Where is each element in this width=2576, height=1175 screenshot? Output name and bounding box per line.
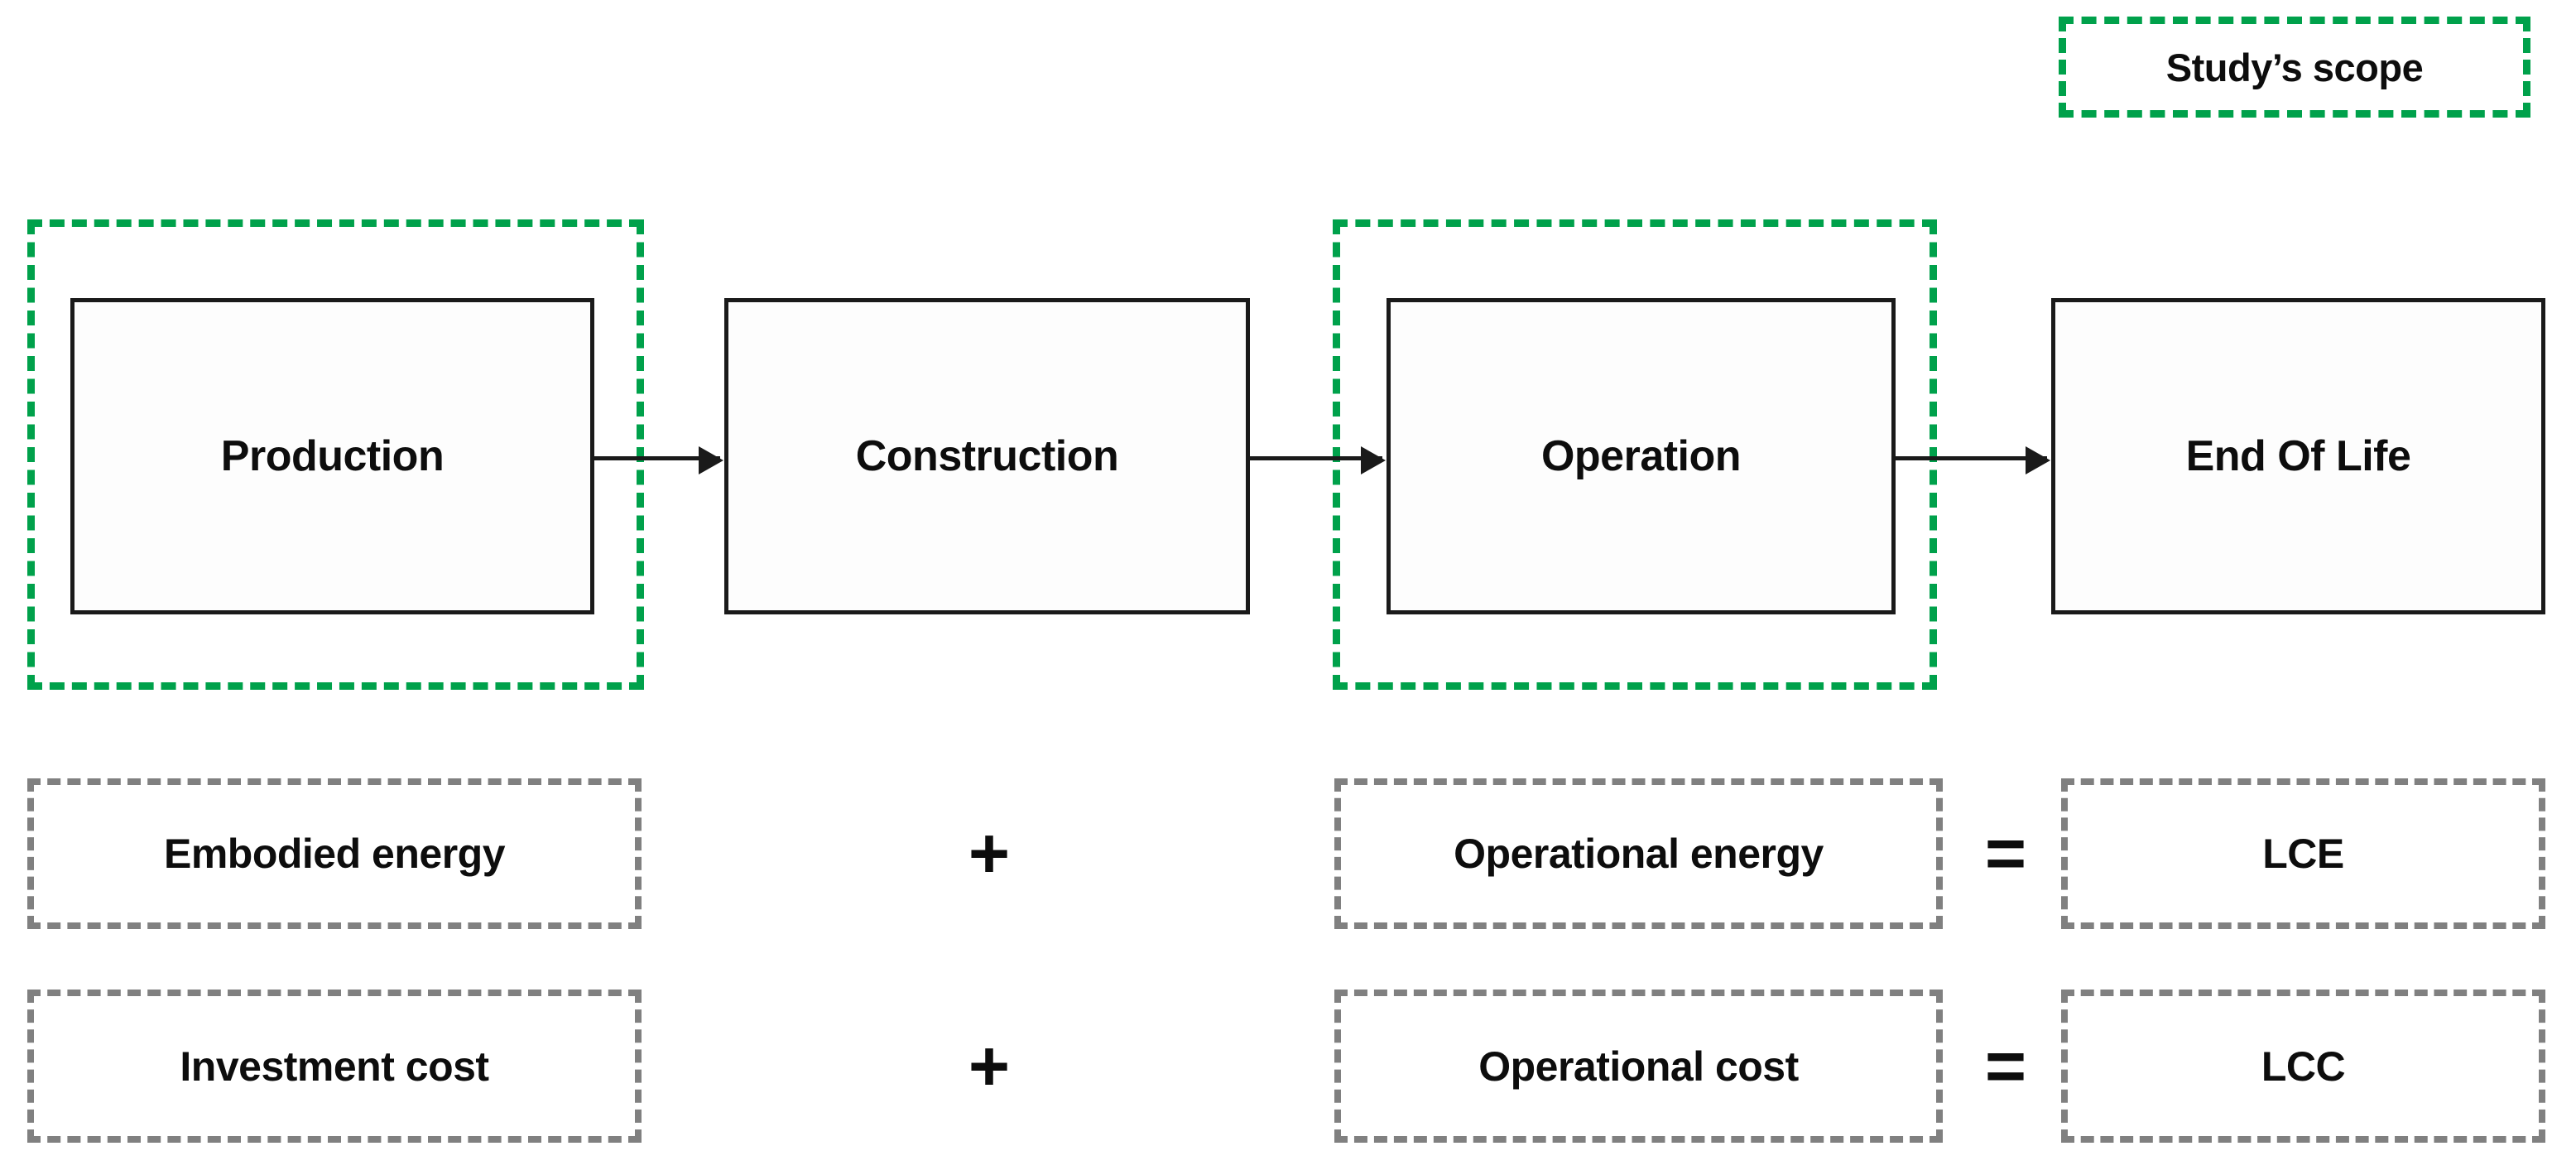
metric-box-operational-energy: Operational energy bbox=[1334, 778, 1943, 929]
metric-label-operational-cost: Operational cost bbox=[1478, 1043, 1799, 1090]
equals-operator-energy: = bbox=[1984, 814, 2027, 893]
metric-label-investment-cost: Investment cost bbox=[180, 1043, 489, 1090]
metric-label-embodied-energy: Embodied energy bbox=[163, 831, 506, 877]
stage-box-production[interactable]: Production bbox=[70, 298, 594, 614]
arrow-operation-to-end-of-life bbox=[1896, 446, 2050, 474]
equals-operator-cost: = bbox=[1984, 1027, 2027, 1106]
stage-label-construction: Construction bbox=[855, 432, 1119, 480]
legend-label: Study’s scope bbox=[2165, 45, 2424, 89]
metric-box-operational-cost: Operational cost bbox=[1334, 990, 1943, 1143]
arrow-production-to-construction bbox=[594, 446, 723, 474]
plus-operator-energy: + bbox=[968, 814, 1011, 893]
stage-box-end-of-life[interactable]: End Of Life bbox=[2051, 298, 2545, 614]
metric-box-lce: LCE bbox=[2061, 778, 2545, 929]
scope-region-production bbox=[27, 219, 644, 690]
stage-label-end-of-life: End Of Life bbox=[2185, 432, 2411, 480]
arrow-construction-to-operation bbox=[1250, 446, 1386, 474]
metric-box-embodied-energy: Embodied energy bbox=[27, 778, 642, 929]
stage-box-construction[interactable]: Construction bbox=[724, 298, 1250, 614]
plus-operator-cost: + bbox=[968, 1027, 1011, 1106]
metric-label-lcc: LCC bbox=[2261, 1043, 2346, 1090]
metric-box-investment-cost: Investment cost bbox=[27, 990, 642, 1143]
stage-label-production: Production bbox=[220, 432, 445, 480]
metric-box-lcc: LCC bbox=[2061, 990, 2545, 1143]
metric-label-lce: LCE bbox=[2262, 831, 2344, 877]
stage-label-operation: Operation bbox=[1540, 432, 1742, 480]
scope-region-operation bbox=[1333, 219, 1937, 690]
stage-box-operation[interactable]: Operation bbox=[1387, 298, 1896, 614]
metric-label-operational-energy: Operational energy bbox=[1454, 831, 1824, 877]
legend-study-scope: Study’s scope bbox=[2059, 17, 2530, 118]
